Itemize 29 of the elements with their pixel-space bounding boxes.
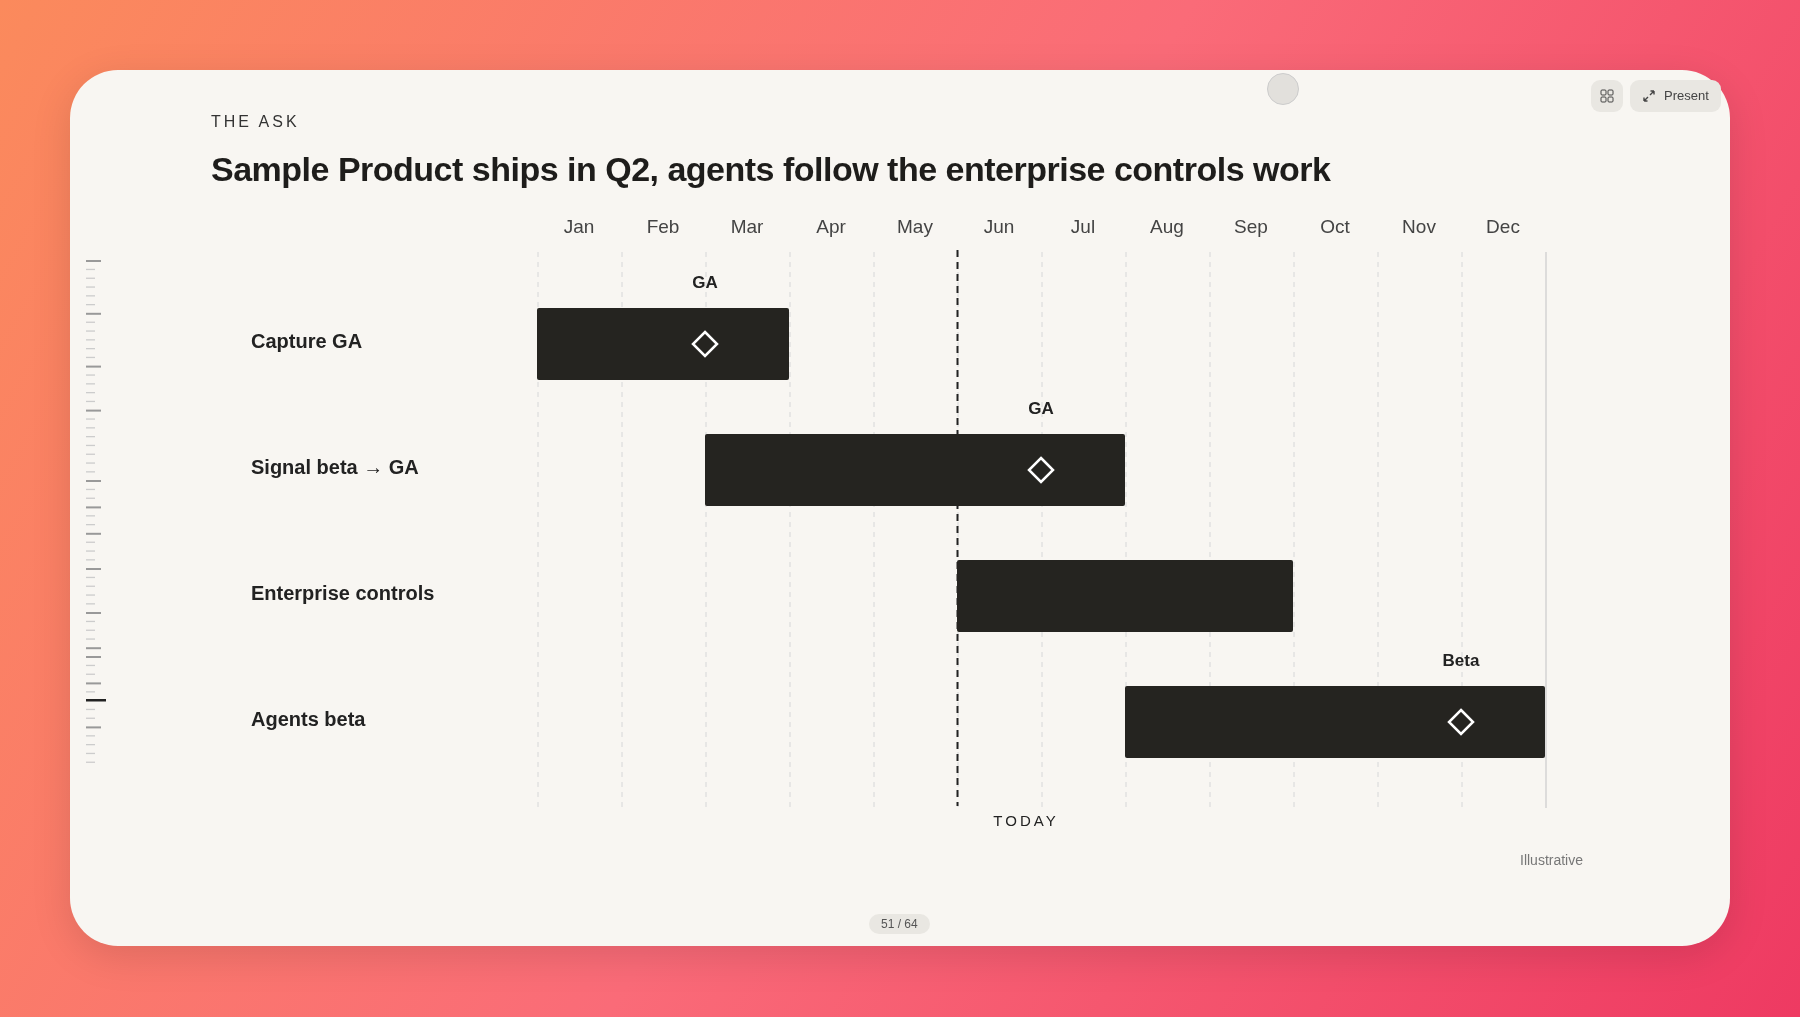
task-bar [537, 308, 789, 380]
month-label: Aug [1149, 216, 1185, 238]
slide-title: Sample Product ships in Q2, agents follow the enterprise controls work [211, 150, 1331, 189]
milestone-label: GA [691, 273, 719, 293]
month-label: Feb [645, 216, 681, 238]
task-bar [957, 560, 1293, 632]
month-label: Apr [815, 216, 847, 238]
month-label: Jul [1069, 216, 1097, 238]
row-label: Agents beta [251, 708, 366, 731]
row-label: Signal beta → GA [251, 456, 419, 479]
month-label: May [896, 216, 934, 238]
row-label: Enterprise controls [251, 582, 435, 605]
month-label: Sep [1233, 216, 1269, 238]
month-label: Jun [982, 216, 1016, 238]
month-label: Nov [1401, 216, 1437, 238]
present-button: Present [1630, 80, 1721, 112]
month-label: Jan [562, 216, 596, 238]
footnote: Illustrative [1520, 852, 1584, 868]
today-label: TODAY [992, 812, 1060, 829]
page-counter: 51 / 64 [869, 914, 930, 934]
task-bar [705, 434, 1125, 506]
month-label: Mar [729, 216, 765, 238]
month-label: Oct [1319, 216, 1351, 238]
milestone-label: GA [1027, 399, 1055, 419]
section-kicker: THE ASK [211, 113, 300, 131]
task-bar [1125, 686, 1545, 758]
milestone-label: Beta [1441, 651, 1481, 671]
month-label: Dec [1485, 216, 1521, 238]
row-label: Capture GA [251, 330, 363, 353]
